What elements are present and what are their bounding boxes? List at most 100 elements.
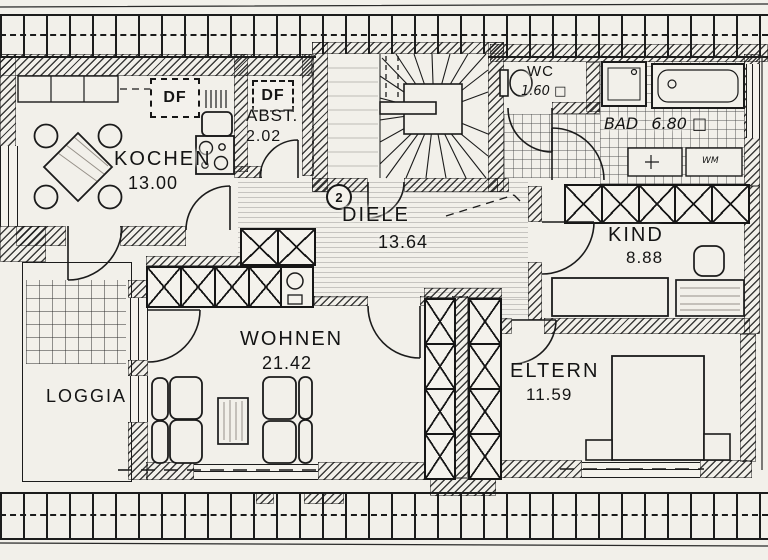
wardrobe-cell bbox=[470, 343, 500, 388]
wall bbox=[700, 460, 752, 478]
sofa bbox=[298, 419, 313, 464]
room-area-diele: 13.64 bbox=[378, 232, 429, 252]
sofa bbox=[298, 376, 313, 420]
cabinet-row-wohnen bbox=[146, 266, 284, 308]
armchair bbox=[169, 376, 203, 420]
wardrobe-cell bbox=[426, 300, 454, 343]
bad-name: BAD bbox=[604, 114, 639, 133]
wall bbox=[586, 62, 600, 112]
wall bbox=[312, 42, 504, 54]
door-wohnen bbox=[367, 305, 421, 359]
wardrobe-cell bbox=[426, 388, 454, 433]
window-wohnen bbox=[194, 464, 318, 480]
wall bbox=[16, 226, 66, 246]
wardrobe-cell bbox=[426, 343, 454, 388]
sofa bbox=[262, 420, 297, 464]
armchair bbox=[151, 420, 169, 464]
cabinet-cell bbox=[242, 230, 277, 264]
eltern-nightstand bbox=[703, 433, 731, 461]
room-label-diele: DIELE bbox=[342, 204, 410, 226]
kitchen-chair bbox=[97, 123, 123, 149]
kind-chair bbox=[693, 245, 725, 277]
kitchen-counter bbox=[17, 75, 119, 103]
wall bbox=[318, 462, 426, 480]
wardrobe-cell bbox=[711, 186, 748, 222]
eltern-bed bbox=[611, 355, 705, 461]
eltern-nightstand bbox=[585, 439, 613, 461]
wardrobe-cell bbox=[470, 300, 500, 343]
wall bbox=[304, 492, 344, 504]
roof-batten-bottom bbox=[0, 492, 768, 540]
room-label-loggia: LOGGIA bbox=[46, 386, 128, 406]
room-area-eltern: 11.59 bbox=[526, 385, 573, 404]
kind-bed bbox=[551, 277, 669, 317]
cabinet-appliance bbox=[280, 266, 314, 308]
sink-icon bbox=[201, 111, 233, 137]
washing-machine-label: WM bbox=[702, 156, 719, 166]
room-label-kochen: KOCHEN bbox=[114, 148, 212, 170]
wall bbox=[404, 178, 498, 192]
room-area-kochen: 13.00 bbox=[128, 173, 179, 193]
room-label-wc: WC bbox=[527, 63, 554, 80]
room-area-wohnen: 21.42 bbox=[262, 353, 313, 373]
wall bbox=[128, 360, 148, 376]
wall bbox=[314, 296, 368, 306]
cabinet-cell bbox=[277, 230, 314, 264]
wardrobe-col-eltern bbox=[468, 298, 502, 480]
wardrobe-row-bad-kind bbox=[564, 184, 750, 224]
wardrobe-col-wohnen bbox=[424, 298, 456, 480]
bad-area: 6.80 □ bbox=[651, 114, 708, 133]
kitchen-chair bbox=[33, 184, 59, 210]
wardrobe-cell bbox=[637, 186, 675, 222]
kitchen-chair bbox=[33, 123, 59, 149]
wardrobe-cell bbox=[600, 186, 638, 222]
window-kochen bbox=[0, 146, 18, 226]
wall bbox=[740, 334, 756, 462]
wall bbox=[498, 460, 582, 478]
wall bbox=[430, 478, 496, 496]
door-wohnen-corridor bbox=[147, 309, 201, 363]
door-kochen-diele bbox=[185, 185, 231, 231]
wall bbox=[312, 42, 328, 192]
room-label-kind: KIND bbox=[608, 224, 664, 246]
room-label-bad: BAD 6.80 □ bbox=[604, 114, 707, 133]
room-label-abst: ABST. bbox=[246, 106, 299, 125]
wall bbox=[497, 178, 509, 192]
wall bbox=[128, 422, 148, 480]
room-label-eltern: ELTERN bbox=[510, 360, 600, 382]
cabinet-cell bbox=[180, 268, 214, 306]
cabinet-cell bbox=[148, 268, 180, 306]
wall bbox=[490, 44, 768, 62]
kitchen-chair bbox=[97, 184, 123, 210]
cabinet-cell bbox=[248, 268, 282, 306]
wall bbox=[544, 318, 750, 334]
stairwell-floor bbox=[316, 54, 488, 178]
wall bbox=[146, 462, 194, 480]
kind-desk-grain bbox=[680, 287, 740, 311]
wall bbox=[0, 54, 312, 76]
room-area-abst: 2.02 bbox=[246, 128, 282, 145]
wardrobe-cell bbox=[470, 433, 500, 478]
room-area-kind: 8.88 bbox=[626, 248, 664, 267]
wall bbox=[528, 262, 542, 320]
wardrobe-cell bbox=[426, 433, 454, 478]
coffee-table bbox=[217, 397, 249, 445]
kitchen-counter-dividers bbox=[50, 76, 85, 102]
kind-desk bbox=[675, 279, 745, 317]
wall bbox=[488, 42, 504, 192]
wall bbox=[256, 492, 274, 504]
cabinet-cell bbox=[214, 268, 248, 306]
coffee-table-grain bbox=[223, 400, 243, 442]
eltern-corridor-floor bbox=[498, 296, 528, 320]
bad-vestibule-floor bbox=[504, 114, 600, 178]
wall bbox=[528, 186, 542, 222]
room-label-wohnen: WOHNEN bbox=[240, 328, 344, 350]
window-loggia-lower bbox=[130, 376, 148, 422]
wardrobe-cell bbox=[470, 388, 500, 433]
wall bbox=[234, 166, 262, 178]
wall bbox=[120, 226, 186, 246]
loggia-grid-floor bbox=[26, 280, 126, 364]
wardrobe-cell bbox=[674, 186, 712, 222]
wardrobe-cell bbox=[566, 186, 601, 222]
